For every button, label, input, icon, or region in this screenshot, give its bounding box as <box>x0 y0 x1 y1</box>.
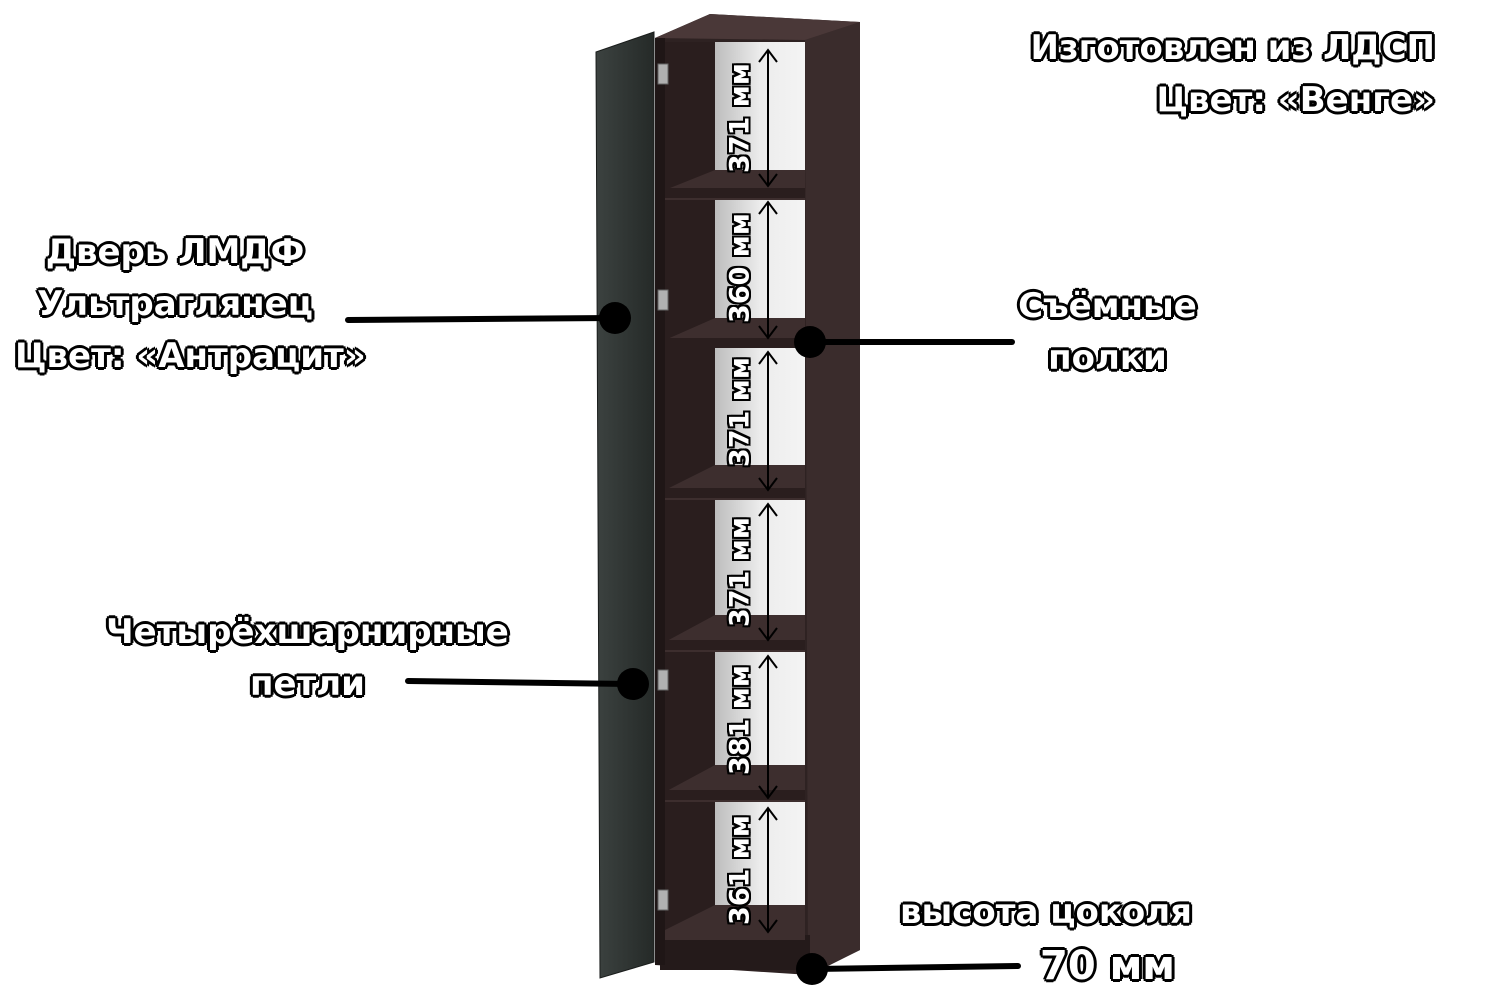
shelf <box>665 905 805 940</box>
plinth-value: 70 мм <box>1040 943 1175 989</box>
door-line-2: Ультраглянец <box>37 284 313 324</box>
dim-arrow <box>758 654 778 800</box>
callout-lines <box>345 315 1021 972</box>
cabinet-door <box>595 31 655 979</box>
dim-arrow <box>758 350 778 492</box>
door-callout-dot <box>599 302 631 334</box>
shelf <box>665 465 805 500</box>
hinges-line-1: Четырёхшарнирные <box>106 612 509 652</box>
shelves-line-2: полки <box>1048 338 1167 378</box>
callout-dots <box>599 302 828 985</box>
hinges-leader-line <box>405 678 633 687</box>
shelves <box>665 170 805 940</box>
shelves-line-1: Съёмные <box>1018 286 1197 326</box>
plinth-leader-line <box>811 963 1021 972</box>
dimension-arrows <box>758 48 778 934</box>
dimension-label: 371 мм <box>724 517 756 627</box>
hinges-line-2: петли <box>250 664 365 704</box>
dimension-label: 381 мм <box>724 665 756 775</box>
shelf <box>665 615 805 652</box>
cabinet-front-edge <box>655 38 665 965</box>
plinth-title: высота цоколя <box>900 892 1192 932</box>
shelf <box>665 170 805 200</box>
hinge <box>657 669 669 691</box>
hinge <box>657 889 669 911</box>
shelf <box>665 318 805 348</box>
material-line-1: Изготовлен из ЛДСП <box>1030 28 1435 68</box>
material-line-2: Цвет: «Венге» <box>1156 80 1435 120</box>
hinges <box>657 63 669 911</box>
dimension-label: 371 мм <box>724 357 756 467</box>
dim-arrow <box>758 502 778 642</box>
shelves-callout-dot <box>794 326 826 358</box>
door-line-1: Дверь ЛМДФ <box>45 232 305 272</box>
hinges-label: Четырёхшарнирные петли <box>95 606 520 710</box>
dimension-label: 361 мм <box>724 815 756 925</box>
shelves-label: Съёмные полки <box>1000 280 1215 384</box>
dimension-label: 371 мм <box>724 63 756 173</box>
hinge <box>657 289 669 311</box>
door-leader-line <box>345 315 615 323</box>
dim-arrow <box>758 200 778 340</box>
door-line-3: Цвет: «Антрацит» <box>15 336 366 376</box>
shelf <box>665 765 805 802</box>
dim-arrow <box>758 806 778 934</box>
hinges-callout-dot <box>617 668 649 700</box>
dimension-label: 360 мм <box>724 213 756 323</box>
material-label: Изготовлен из ЛДСП Цвет: «Венге» <box>1030 22 1435 126</box>
hinge <box>657 63 669 85</box>
plinth-callout-dot <box>796 953 828 985</box>
door-label: Дверь ЛМДФ Ультраглянец Цвет: «Антрацит» <box>15 226 366 382</box>
dim-arrow <box>758 48 778 188</box>
